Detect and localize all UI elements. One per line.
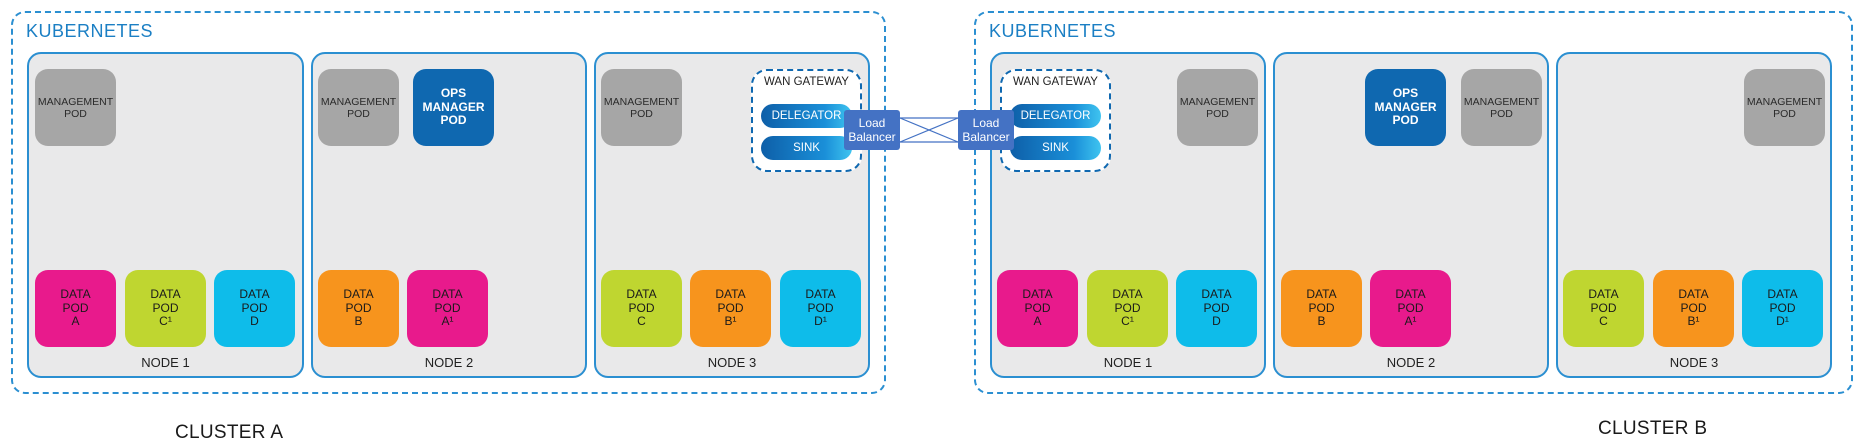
cluster-a-kubernetes-boundary (11, 11, 886, 394)
cluster-a-node-1: MANAGEMENT POD DATA POD A DATA POD C¹ DA… (27, 52, 304, 378)
cluster-a-name: CLUSTER A (175, 422, 284, 443)
management-pod: MANAGEMENT POD (318, 69, 399, 146)
data-pod-d: DATA POD D (214, 270, 295, 347)
data-pod-b: DATA POD B (318, 270, 399, 347)
management-pod: MANAGEMENT POD (601, 69, 682, 146)
cluster-b-load-balancer[interactable]: Load Balancer (958, 110, 1014, 150)
node-label: NODE 3 (1669, 355, 1719, 370)
cluster-a-node-3: MANAGEMENT POD WAN GATEWAY DELEGATOR SIN… (594, 52, 870, 378)
cluster-b-node-1: WAN GATEWAY DELEGATOR SINK MANAGEMENT PO… (990, 52, 1266, 378)
wan-gateway-title: WAN GATEWAY (1013, 76, 1098, 88)
cluster-b-kubernetes-boundary (974, 11, 1853, 394)
cluster-b-node-3: MANAGEMENT POD DATA POD C DATA POD B¹ DA… (1556, 52, 1832, 378)
cluster-b-node-2: OPS MANAGER POD MANAGEMENT POD DATA POD … (1273, 52, 1549, 378)
management-pod: MANAGEMENT POD (1744, 69, 1825, 146)
cluster-b-name: CLUSTER B (1598, 418, 1708, 439)
data-pod-c: DATA POD C (601, 270, 682, 347)
management-pod: MANAGEMENT POD (1177, 69, 1258, 146)
wan-gateway: WAN GATEWAY DELEGATOR SINK (1000, 69, 1111, 172)
cluster-a-kubernetes-label: KUBERNETES (26, 21, 154, 41)
data-pod-a1: DATA POD A¹ (407, 270, 488, 347)
cluster-a-load-balancer[interactable]: Load Balancer (844, 110, 900, 150)
data-pod-a: DATA POD A (35, 270, 116, 347)
sink-button[interactable]: SINK (761, 136, 852, 160)
data-pod-c1: DATA POD C¹ (1087, 270, 1168, 347)
sink-button[interactable]: SINK (1010, 136, 1101, 160)
management-pod: MANAGEMENT POD (35, 69, 116, 146)
data-pod-a: DATA POD A (997, 270, 1078, 347)
delegator-button[interactable]: DELEGATOR (761, 104, 852, 128)
node-label: NODE 1 (1103, 355, 1153, 370)
wan-gateway: WAN GATEWAY DELEGATOR SINK (751, 69, 862, 172)
data-pod-a1: DATA POD A¹ (1370, 270, 1451, 347)
wan-link-line (899, 117, 959, 143)
cluster-a-node-2: MANAGEMENT POD OPS MANAGER POD DATA POD … (311, 52, 587, 378)
cluster-b-kubernetes-label: KUBERNETES (989, 21, 1117, 41)
data-pod-d1: DATA POD D¹ (1742, 270, 1823, 347)
node-label: NODE 1 (141, 355, 190, 370)
delegator-button[interactable]: DELEGATOR (1010, 104, 1101, 128)
node-label: NODE 2 (1386, 355, 1436, 370)
data-pod-d: DATA POD D (1176, 270, 1257, 347)
data-pod-b: DATA POD B (1281, 270, 1362, 347)
data-pod-c1: DATA POD C¹ (125, 270, 206, 347)
wan-gateway-title: WAN GATEWAY (764, 76, 849, 88)
ops-manager-pod: OPS MANAGER POD (1365, 69, 1446, 146)
management-pod: MANAGEMENT POD (1461, 69, 1542, 146)
node-label: NODE 3 (707, 355, 757, 370)
data-pod-c: DATA POD C (1563, 270, 1644, 347)
ops-manager-pod: OPS MANAGER POD (413, 69, 494, 146)
data-pod-b1: DATA POD B¹ (690, 270, 771, 347)
data-pod-d1: DATA POD D¹ (780, 270, 861, 347)
node-label: NODE 2 (424, 355, 474, 370)
data-pod-b1: DATA POD B¹ (1653, 270, 1734, 347)
